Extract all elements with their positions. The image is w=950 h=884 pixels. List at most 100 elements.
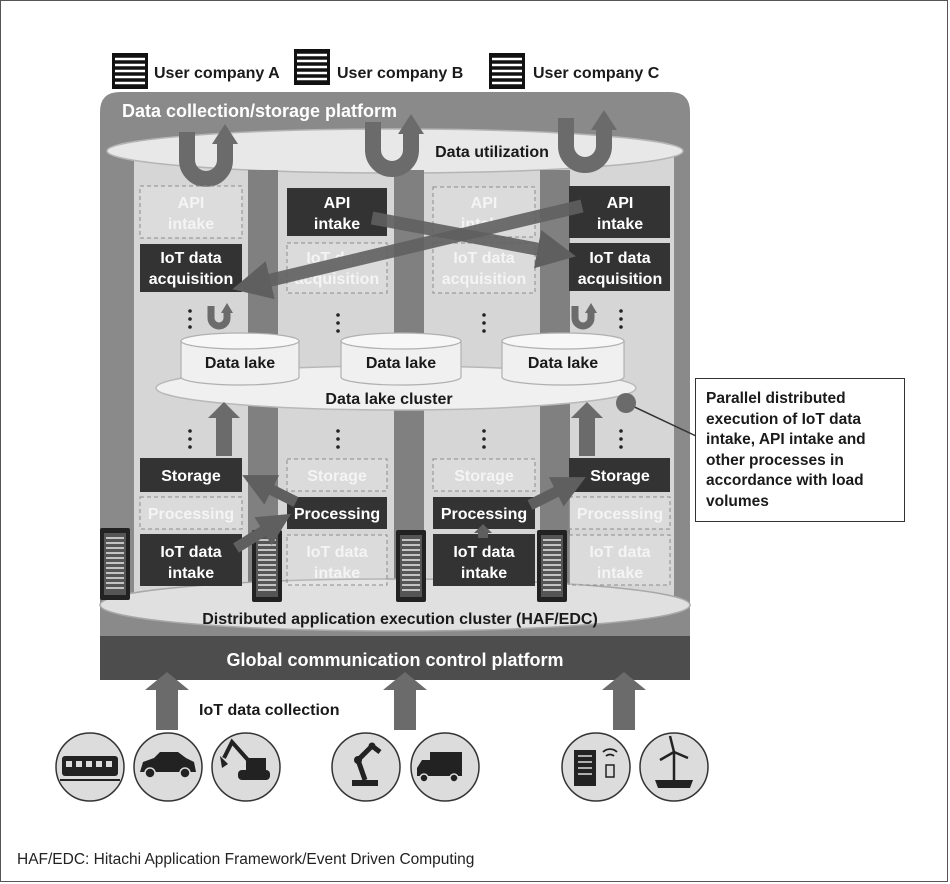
processing-box-active [433,497,535,529]
truck-icon [410,732,480,802]
api-intake-label: intake [597,216,643,233]
processing-label: Processing [441,506,527,523]
iot-acquisition-label: IoT data [453,250,514,267]
storage-to-lake-arrow [571,402,603,456]
building-icon [110,51,150,91]
iot-data-intake-box-active [433,534,535,586]
u-turn-arrow-icon [558,118,612,173]
server-icon [536,529,568,603]
u-turn-arrowhead [591,110,617,130]
data-lake-label: Data lake [528,355,598,372]
iot-data-intake-box-idle [286,534,388,586]
api-intake-label: intake [314,216,360,233]
processing-to-storage-arrow [527,477,586,510]
wind-turbine-icon [639,732,709,802]
iot-collection-arrow [602,672,646,730]
processing-label: Processing [148,506,234,523]
execution-cluster-label: Distributed application execution cluste… [202,611,598,628]
small-u-turn-arrowhead [585,303,597,313]
iot-acquisition-label: acquisition [442,271,526,288]
user-company-label: User company C [533,65,660,82]
user-company-label: User company B [337,65,463,82]
processing-label: Processing [294,506,380,523]
iot-intake-label: IoT data [453,544,514,561]
iot-acquisition-label: acquisition [578,271,662,288]
data-utilization-label: Data utilization [435,144,549,161]
data-lake-label: Data lake [205,355,275,372]
storage-box-active [569,458,670,492]
data-lake-2: Data lake [340,332,462,386]
smart-meter-icon [561,732,631,802]
iot-acquisition-label: IoT data [589,250,650,267]
processing-box-active [287,497,387,529]
intake-to-processing-arrow [474,524,492,538]
storage-box-active [140,458,242,492]
server-icon [99,527,131,601]
data-lake-3: Data lake [501,332,625,386]
u-turn-arrowhead [398,114,424,134]
processing-box-idle [139,496,243,530]
api-intake-label: API [471,195,498,212]
storage-box-idle [432,458,536,492]
storage-to-lake-arrow [208,402,240,456]
callout-dot [616,393,636,413]
iot-acquisition-label: acquisition [149,271,233,288]
intake-to-processing-arrow [233,513,292,553]
storage-label: Storage [590,468,650,485]
iot-acquisition-label: IoT data [160,250,221,267]
parallel-execution-callout: Parallel distributed execution of IoT da… [695,378,905,522]
small-u-turn-arrowhead [221,303,233,313]
processing-to-storage-arrow [242,475,299,507]
excavator-icon [211,732,281,802]
global-communication-control-platform [100,636,690,680]
api-intake-box-active [287,188,387,236]
small-u-turn-icon [571,306,595,330]
column-4-processes: API intake IoT data acquisition Storage … [568,186,671,586]
iot-intake-label: IoT data [160,544,221,561]
api-intake-label: API [178,195,205,212]
platform-title: Data collection/storage platform [122,101,397,121]
data-lake-label: Data lake [366,355,436,372]
data-lake-cluster-label: Data lake cluster [325,391,452,408]
u-turn-arrow-icon [179,132,233,187]
server-icon [395,529,427,603]
storage-box-idle [286,458,388,492]
api-intake-label: intake [168,216,214,233]
robot-arm-icon [331,732,401,802]
api-intake-label: API [324,195,351,212]
iot-data-intake-box-idle [568,534,671,586]
iot-intake-label: intake [314,565,360,582]
small-u-turn-icon [207,306,231,330]
building-icon [487,51,527,91]
u-turn-arrow-icon [365,122,419,177]
footnote: HAF/EDC: Hitachi Application Framework/E… [17,851,475,868]
iot-data-intake-box-active [140,534,242,586]
iot-intake-label: IoT data [306,544,367,561]
iot-collection-arrow [383,672,427,730]
iot-intake-label: intake [168,565,214,582]
user-company-label: User company A [154,65,280,82]
storage-label: Storage [307,468,367,485]
iot-collection-arrow [145,672,189,730]
vertical-dots [188,309,623,449]
storage-label: Storage [454,468,514,485]
api-intake-box-idle [139,185,243,239]
column-1-processes: API intake IoT data acquisition Storage … [139,185,243,586]
iot-data-collection-label: IoT data collection [199,702,339,719]
cross-arrow-api-to-acquisition [232,199,584,300]
api-intake-box-active [569,186,670,238]
processing-box-idle [568,496,671,530]
car-icon [133,732,203,802]
iot-data-acquisition-box-active [569,243,670,291]
callout-leader-line [625,402,697,437]
data-lake-1: Data lake [180,332,300,386]
iot-intake-label: intake [461,565,507,582]
iot-intake-label: intake [597,565,643,582]
train-icon [55,732,125,802]
api-intake-label: API [607,195,634,212]
u-turn-arrowhead [212,124,238,144]
global-platform-label: Global communication control platform [226,650,563,670]
iot-intake-label: IoT data [589,544,650,561]
